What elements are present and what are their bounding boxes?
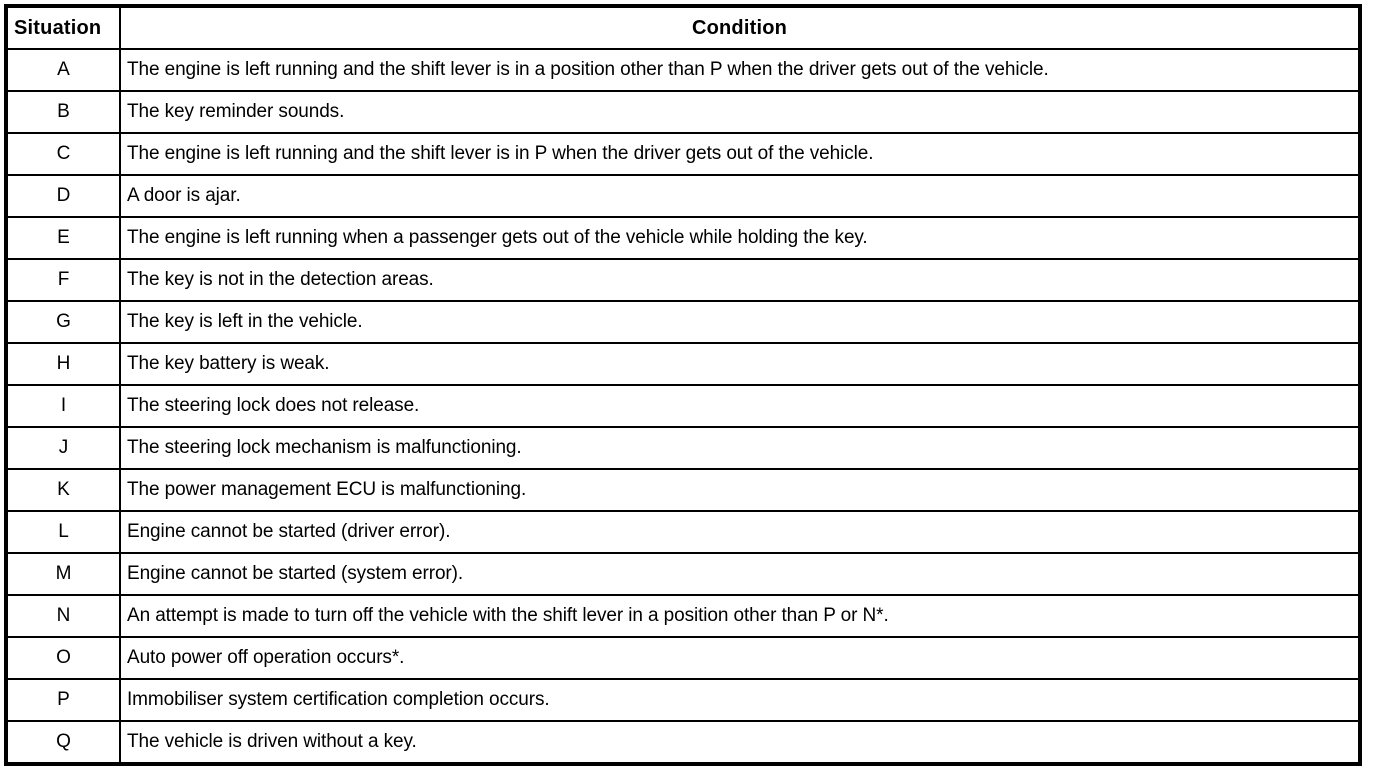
- condition-cell: An attempt is made to turn off the vehic…: [119, 594, 1361, 638]
- situation-cell: J: [5, 426, 121, 470]
- table-row: H The key battery is weak.: [5, 342, 1361, 386]
- table-row: N An attempt is made to turn off the veh…: [5, 594, 1361, 638]
- situation-cell: O: [5, 636, 121, 680]
- condition-cell: Immobiliser system certification complet…: [119, 678, 1361, 722]
- condition-cell: The key is left in the vehicle.: [119, 300, 1361, 344]
- condition-cell: The key battery is weak.: [119, 342, 1361, 386]
- table-row: J The steering lock mechanism is malfunc…: [5, 426, 1361, 470]
- situation-cell: B: [5, 90, 121, 134]
- situation-cell: A: [5, 48, 121, 92]
- situation-cell: M: [5, 552, 121, 596]
- table-row: K The power management ECU is malfunctio…: [5, 468, 1361, 512]
- table-header: Situation Condition: [5, 5, 1361, 50]
- condition-cell: Engine cannot be started (driver error).: [119, 510, 1361, 554]
- table-row: M Engine cannot be started (system error…: [5, 552, 1361, 596]
- table-row: B The key reminder sounds.: [5, 90, 1361, 134]
- situation-cell: L: [5, 510, 121, 554]
- table-row: C The engine is left running and the shi…: [5, 132, 1361, 176]
- condition-cell: The key reminder sounds.: [119, 90, 1361, 134]
- situation-cell: P: [5, 678, 121, 722]
- document-page: Situation Condition A The engine is left…: [4, 4, 1362, 766]
- table-row: I The steering lock does not release.: [5, 384, 1361, 428]
- condition-cell: The engine is left running when a passen…: [119, 216, 1361, 260]
- condition-cell: Auto power off operation occurs*.: [119, 636, 1361, 680]
- header-row: Situation Condition: [5, 5, 1361, 50]
- condition-cell: The key is not in the detection areas.: [119, 258, 1361, 302]
- table-row: O Auto power off operation occurs*.: [5, 636, 1361, 680]
- situation-cell: H: [5, 342, 121, 386]
- condition-cell: The vehicle is driven without a key.: [119, 720, 1361, 765]
- table-body: A The engine is left running and the shi…: [5, 48, 1361, 765]
- table-row: E The engine is left running when a pass…: [5, 216, 1361, 260]
- condition-cell: The steering lock does not release.: [119, 384, 1361, 428]
- table-row: D A door is ajar.: [5, 174, 1361, 218]
- situation-cell: E: [5, 216, 121, 260]
- condition-cell: The power management ECU is malfunctioni…: [119, 468, 1361, 512]
- condition-cell: The engine is left running and the shift…: [119, 132, 1361, 176]
- condition-column-header: Condition: [119, 5, 1361, 50]
- table-row: F The key is not in the detection areas.: [5, 258, 1361, 302]
- condition-cell: Engine cannot be started (system error).: [119, 552, 1361, 596]
- table-row: G The key is left in the vehicle.: [5, 300, 1361, 344]
- situation-cell: K: [5, 468, 121, 512]
- situation-cell: I: [5, 384, 121, 428]
- condition-cell: The steering lock mechanism is malfuncti…: [119, 426, 1361, 470]
- situation-cell: N: [5, 594, 121, 638]
- situation-column-header: Situation: [5, 5, 121, 50]
- situation-cell: C: [5, 132, 121, 176]
- situation-condition-table: Situation Condition A The engine is left…: [4, 4, 1362, 766]
- condition-cell: The engine is left running and the shift…: [119, 48, 1361, 92]
- situation-cell: D: [5, 174, 121, 218]
- table-row: Q The vehicle is driven without a key.: [5, 720, 1361, 765]
- table-row: A The engine is left running and the shi…: [5, 48, 1361, 92]
- table-row: P Immobiliser system certification compl…: [5, 678, 1361, 722]
- situation-cell: Q: [5, 720, 121, 765]
- table-row: L Engine cannot be started (driver error…: [5, 510, 1361, 554]
- situation-cell: G: [5, 300, 121, 344]
- condition-cell: A door is ajar.: [119, 174, 1361, 218]
- situation-cell: F: [5, 258, 121, 302]
